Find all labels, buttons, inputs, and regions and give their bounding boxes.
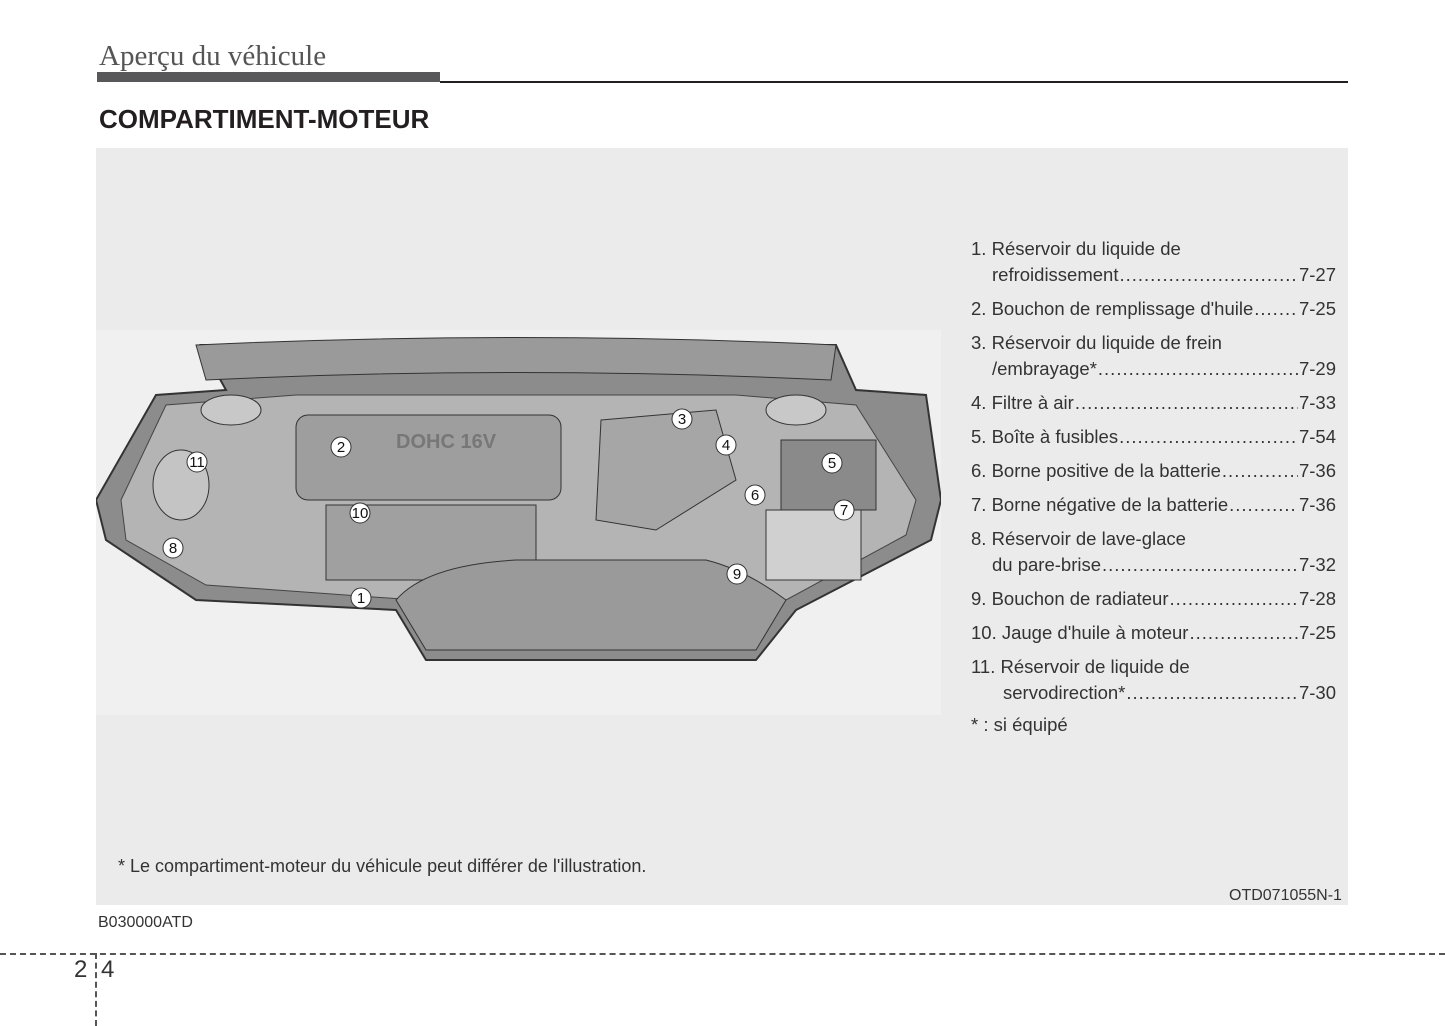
dot-leader [1222,458,1298,484]
callout-number: 6 [751,487,759,504]
item-number: 5. [971,426,987,447]
dot-leader [1102,552,1298,578]
item-label: Boîte à fusibles [991,426,1119,447]
item-page: 7-30 [1298,682,1336,703]
callout-number: 7 [840,502,848,519]
footer-divider [0,953,1445,955]
item-number: 3. [971,332,987,353]
item-number: 4. [971,392,987,413]
engine-cover-label: DOHC 16V [396,431,497,453]
legend-item: 11. Réservoir de liquide de servodirecti… [971,654,1336,706]
dot-leader [1098,356,1298,382]
dot-leader [1119,424,1298,450]
item-page: 7-25 [1298,298,1336,319]
figure-code: OTD071055N-1 [1229,887,1342,904]
callout-2: 2 [330,436,352,458]
callout-number: 2 [337,439,345,456]
callout-5: 5 [821,452,843,474]
dot-leader [1189,620,1298,646]
callout-10: 10 [349,502,371,524]
callout-4: 4 [715,434,737,456]
legend-item: 10. Jauge d'huile à moteur 7-25 [971,620,1336,646]
callout-11: 11 [186,451,208,473]
item-label-cont: /embrayage* [992,358,1097,379]
legend-item: 4. Filtre à air 7-33 [971,390,1336,416]
item-label: Bouchon de radiateur [991,588,1169,609]
item-page: 7-36 [1298,460,1336,481]
item-label: Réservoir de liquide de [1000,656,1190,677]
legend-item: 6. Borne positive de la batterie 7-36 [971,458,1336,484]
item-number: 2. [971,298,987,319]
item-page: 7-36 [1298,494,1336,515]
callout-number: 9 [733,566,741,583]
callout-6: 6 [744,484,766,506]
item-label-cont: servodirection* [1003,682,1126,703]
callout-number: 1 [357,590,365,607]
callout-8: 8 [162,537,184,559]
section-header: Aperçu du véhicule [99,40,327,72]
dot-leader [1229,492,1298,518]
item-label-cont: refroidissement [992,264,1119,285]
item-label: Réservoir du liquide de [991,238,1181,259]
legend-item: 7. Borne négative de la batterie 7-36 [971,492,1336,518]
legend-item: 9. Bouchon de radiateur 7-28 [971,586,1336,612]
header-bar [97,72,440,82]
dot-leader [1254,296,1298,322]
item-label: Borne positive de la batterie [991,460,1221,481]
component-legend: 1. Réservoir du liquide de refroidisseme… [971,236,1336,736]
item-label: Réservoir de lave-glace [991,528,1186,549]
callout-number: 4 [722,437,730,454]
legend-item: 2. Bouchon de remplissage d'huile 7-25 [971,296,1336,322]
callout-9: 9 [726,563,748,585]
chapter-number: 2 [74,956,88,983]
item-label: Filtre à air [991,392,1074,413]
callout-number: 3 [678,411,686,428]
item-number: 11. [971,656,996,677]
item-number: 8. [971,528,987,549]
callout-number: 11 [189,454,205,471]
illustration-note: * Le compartiment-moteur du véhicule peu… [118,856,647,876]
item-number: 6. [971,460,987,481]
page-title: COMPARTIMENT-MOTEUR [99,104,430,134]
header-rule [440,81,1348,83]
callout-7: 7 [833,499,855,521]
item-number: 1. [971,238,987,259]
page-number-divider [95,953,97,1026]
legend-item: 8. Réservoir de lave-glace du pare-brise… [971,526,1336,578]
item-number: 7. [971,494,987,515]
item-page: 7-28 [1298,588,1336,609]
item-label: Borne négative de la batterie [991,494,1229,515]
legend-item: 1. Réservoir du liquide de refroidisseme… [971,236,1336,288]
callout-number: 10 [352,505,369,522]
legend-item: 3. Réservoir du liquide de frein /embray… [971,330,1336,382]
item-page: 7-54 [1298,426,1336,447]
item-page: 7-27 [1298,264,1336,285]
page-number: 4 [101,956,115,983]
callout-number: 8 [169,540,177,557]
reference-code: B030000ATD [98,914,193,931]
item-page: 7-32 [1298,554,1336,575]
item-page: 7-25 [1298,622,1336,643]
item-page: 7-33 [1298,392,1336,413]
callout-number: 5 [828,455,836,472]
footnote: * : si équipé [971,714,1068,735]
item-label: Réservoir du liquide de frein [991,332,1222,353]
dot-leader [1126,680,1298,706]
dot-leader [1119,262,1298,288]
item-label-cont: du pare-brise [992,554,1102,575]
item-number: 10. [971,622,997,643]
item-number: 9. [971,588,987,609]
item-label: Bouchon de remplissage d'huile [991,298,1254,319]
callout-1: 1 [350,587,372,609]
dot-leader [1169,586,1297,612]
engine-illustration: DOHC 16V 1 2 3 4 5 6 7 8 9 10 11 [94,330,943,715]
legend-item: 5. Boîte à fusibles 7-54 [971,424,1336,450]
item-page: 7-29 [1298,358,1336,379]
item-label: Jauge d'huile à moteur [1001,622,1189,643]
callout-3: 3 [671,408,693,430]
dot-leader [1075,390,1298,416]
